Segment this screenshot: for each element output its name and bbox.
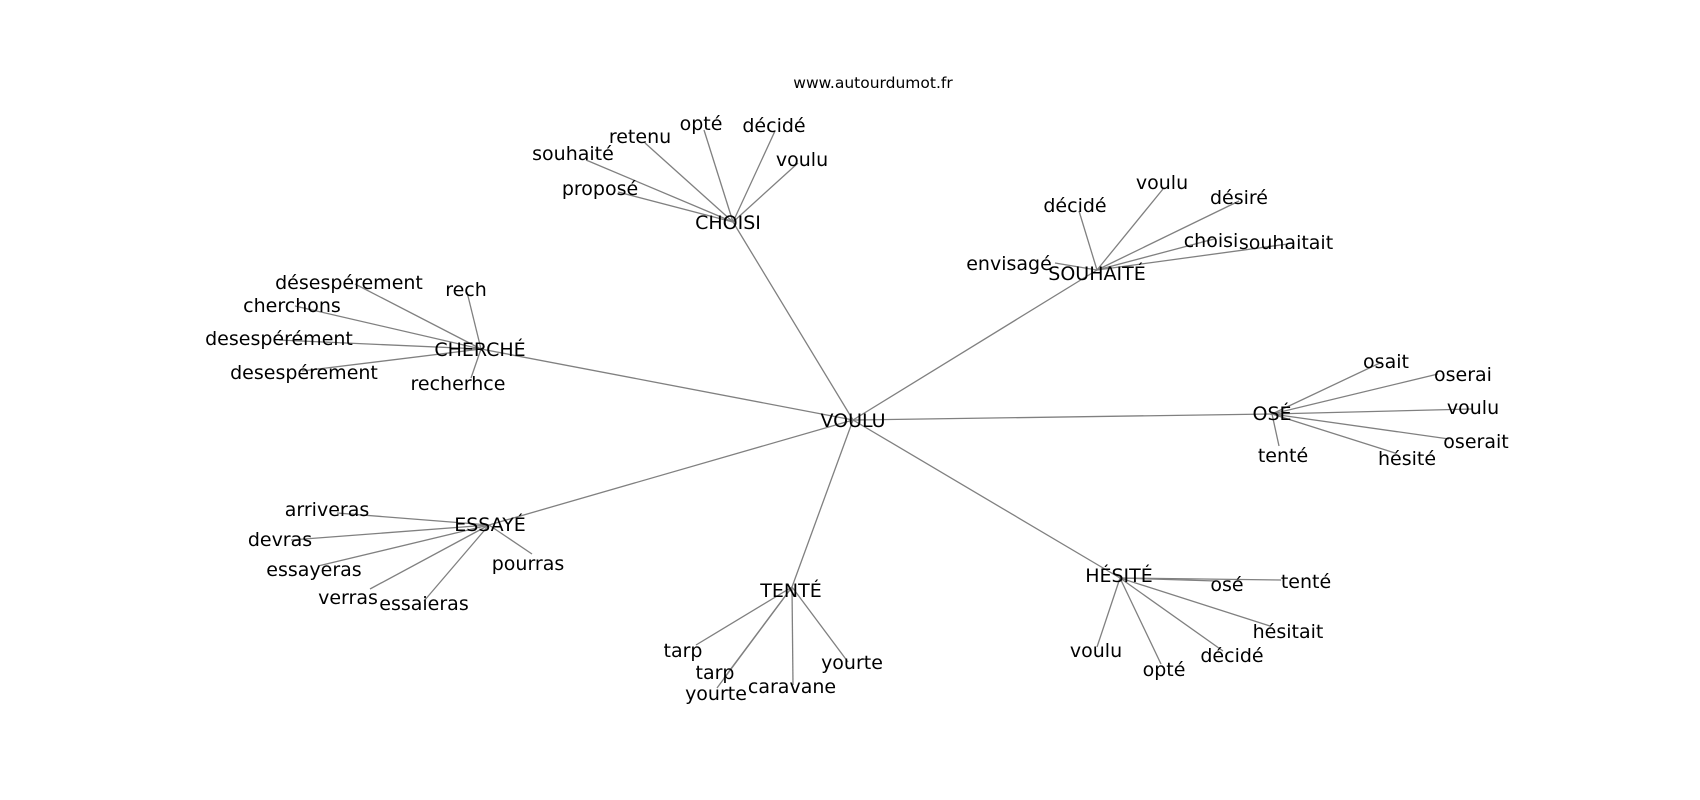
edge-tente-word	[716, 586, 793, 689]
word-node-label: tenté	[1281, 571, 1331, 593]
word-node-label: désiré	[1210, 187, 1268, 209]
word-node-label: décidé	[742, 115, 805, 137]
cluster-node-label: CHOISI	[695, 212, 761, 234]
word-node-label: desespérement	[230, 362, 378, 384]
word-node-label: osé	[1210, 574, 1243, 596]
edge-choisi-word	[732, 162, 799, 223]
edge-cherche-word	[466, 291, 482, 350]
word-node-label: hésité	[1378, 448, 1436, 470]
graph-edges	[278, 129, 1473, 689]
edge-ose-word	[1271, 373, 1439, 415]
edge-tente-word	[695, 586, 793, 646]
edge-center-choisi	[732, 221, 854, 421]
word-node-label: désespérement	[275, 272, 423, 294]
word-node-label: choisi	[1184, 230, 1239, 252]
word-node-label: desespérément	[205, 328, 353, 350]
edge-ose-word	[1271, 413, 1280, 447]
edge-tente-word	[791, 586, 794, 686]
word-node-label: opté	[1143, 659, 1186, 681]
edge-souhaite-word	[1096, 200, 1240, 271]
edge-ose-word	[1271, 413, 1396, 454]
graph-labels: retenu opté décidé souhaité voulu proposéCHOI…	[205, 74, 1509, 705]
edge-souhaite-word	[1096, 188, 1164, 271]
center-node-label: VOULU	[820, 410, 885, 432]
edge-ose-word	[1271, 413, 1450, 440]
word-node-label: décidé	[1043, 195, 1106, 217]
edge-essaye-word	[336, 512, 490, 526]
word-node-label: tenté	[1258, 445, 1308, 467]
word-node-label: envisagé	[966, 253, 1052, 275]
edge-ose-word	[1271, 408, 1473, 415]
edge-souhaite-word	[1078, 210, 1098, 271]
edge-souhaite-word	[1096, 238, 1215, 271]
edge-ose-word	[1271, 361, 1383, 415]
edge-center-essaye	[488, 419, 854, 526]
word-node-label: arriveras	[285, 499, 370, 521]
edge-hesite-word	[1119, 577, 1224, 652]
word-node-label: voulu	[776, 149, 828, 171]
edge-hesite-word	[1119, 577, 1271, 627]
edge-center-cherche	[480, 348, 854, 421]
word-node-label: caravane	[748, 676, 836, 698]
word-node-label: essaieras	[379, 593, 468, 615]
edge-center-souhaite	[852, 269, 1098, 421]
cluster-node-label: CHERCHÉ	[434, 338, 525, 361]
word-node-label: recherhce	[411, 373, 506, 395]
edge-cherche-word	[301, 348, 482, 372]
word-node-label: proposé	[562, 178, 638, 200]
word-node-label: rech	[445, 279, 487, 301]
word-node-label: tarp	[696, 662, 735, 684]
cluster-node-label: OSÉ	[1252, 402, 1291, 425]
word-node-label: hésitait	[1253, 621, 1324, 643]
word-node-label: yourte	[821, 652, 883, 674]
edge-hesite-word	[1119, 577, 1162, 665]
edge-center-ose	[852, 413, 1273, 421]
edge-center-tente	[791, 419, 854, 588]
word-node-label: oserait	[1443, 431, 1508, 453]
edge-cherche-word	[294, 305, 482, 350]
word-node-label: cherchons	[243, 295, 341, 317]
word-node-label: opté	[680, 113, 723, 135]
edge-essaye-word	[369, 524, 490, 590]
edge-choisi-word	[644, 142, 734, 223]
word-node-label: voulu	[1070, 640, 1122, 662]
edge-choisi-word	[732, 130, 776, 223]
edge-choisi-word	[703, 129, 734, 223]
edge-souhaite-word	[1096, 243, 1289, 271]
edge-essaye-word	[423, 524, 490, 602]
word-node-label: osait	[1363, 351, 1409, 373]
word-node-label: oserai	[1434, 364, 1492, 386]
edge-tente-word	[791, 586, 849, 663]
word-node-label: devras	[248, 529, 312, 551]
edge-center-hesite	[852, 419, 1121, 579]
edge-cherche-word	[278, 339, 482, 350]
edge-cherche-word	[470, 348, 482, 379]
cluster-node-label: ESSAYÉ	[454, 513, 526, 536]
word-node-label: décidé	[1200, 645, 1263, 667]
edge-essaye-word	[290, 524, 490, 541]
source-url: www.autourdumot.fr	[793, 74, 953, 92]
cluster-node-label: TENTÉ	[759, 579, 821, 602]
word-node-label: pourras	[492, 553, 565, 575]
edge-hesite-word	[1096, 577, 1121, 648]
word-node-label: yourte	[685, 683, 747, 705]
cluster-node-label: SOUHAITÉ	[1048, 262, 1145, 285]
word-node-label: verras	[318, 587, 378, 609]
word-node-label: voulu	[1447, 397, 1499, 419]
edge-hesite-word	[1119, 577, 1282, 581]
word-node-label: souhaitait	[1239, 232, 1333, 254]
edge-choisi-word	[585, 159, 734, 223]
word-node-label: souhaité	[532, 143, 614, 165]
cluster-node-label: HÉSITÉ	[1085, 564, 1153, 587]
edge-choisi-word	[617, 191, 734, 223]
word-node-label: essayeras	[266, 559, 361, 581]
word-node-label: voulu	[1136, 172, 1188, 194]
word-node-label: retenu	[609, 126, 671, 148]
edge-essaye-word	[317, 524, 490, 567]
edge-souhaite-word	[1054, 262, 1098, 271]
edge-essaye-word	[488, 524, 533, 555]
edge-cherche-word	[354, 283, 482, 350]
word-node-label: tarp	[664, 640, 703, 662]
